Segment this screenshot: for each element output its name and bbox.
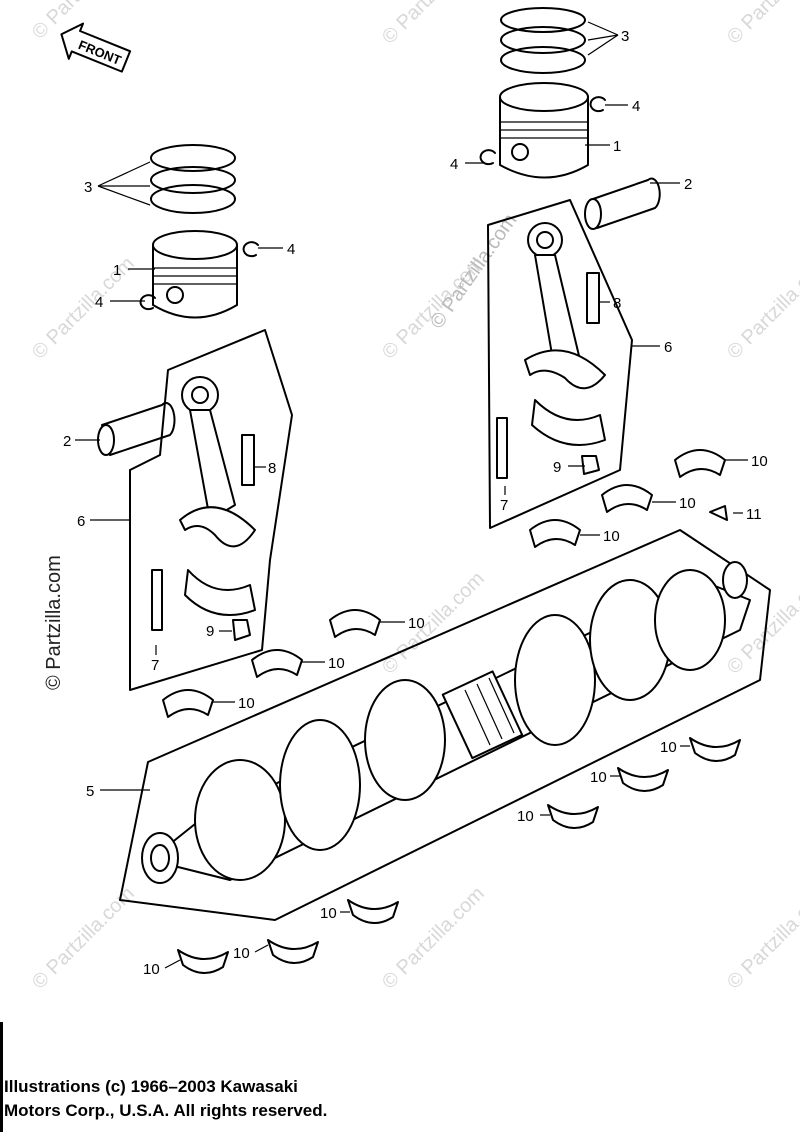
callout-10: 10 — [233, 945, 250, 962]
bearing-shell — [601, 484, 653, 513]
callout-5: 5 — [86, 783, 94, 800]
bearing-shell — [674, 449, 726, 478]
copyright-line-2: Motors Corp., U.S.A. All rights reserved… — [4, 1101, 328, 1120]
watermark-vertical: © Partzilla.com — [43, 555, 65, 690]
callout-7: 7 — [151, 657, 159, 674]
callout-10: 10 — [328, 655, 345, 672]
callout-1: 1 — [613, 138, 621, 155]
front-arrow-icon: FRONT — [60, 22, 132, 73]
leader-lines — [75, 21, 748, 969]
watermark: © Partzilla.com — [723, 883, 800, 994]
bearing-shell — [162, 689, 214, 718]
watermark: © Partzilla.com — [378, 883, 489, 994]
bearing-shell — [529, 519, 581, 548]
callout-10: 10 — [679, 495, 696, 512]
bearing-shell — [617, 767, 669, 792]
bearing-shell — [177, 949, 229, 974]
bearing-shell — [347, 899, 399, 924]
callout-8: 8 — [613, 295, 621, 312]
connecting-rod-right — [496, 222, 606, 479]
callout-2: 2 — [684, 176, 692, 193]
callout-10: 10 — [603, 528, 620, 545]
callout-7: 7 — [500, 497, 508, 514]
callout-11: 11 — [746, 506, 762, 523]
callout-8: 8 — [268, 460, 276, 477]
callout-6: 6 — [77, 513, 85, 530]
piston-pin-right — [584, 177, 661, 230]
callout-10: 10 — [408, 615, 425, 632]
callout-1: 1 — [113, 262, 121, 279]
piston-right — [499, 82, 589, 179]
watermark: © Partzilla.com — [723, 253, 800, 364]
watermark: © Partzilla.com — [28, 253, 139, 364]
conrod-right-frame — [487, 199, 633, 529]
bearings — [162, 449, 741, 974]
callout-2: 2 — [63, 433, 71, 450]
watermark: © Partzilla.com — [378, 568, 489, 679]
bearing-shell — [251, 649, 303, 678]
callout-10: 10 — [238, 695, 255, 712]
bearing-shell — [267, 939, 319, 964]
margin-bar — [0, 1022, 3, 1132]
piston-rings-left — [150, 144, 236, 214]
bearing-shell — [329, 609, 381, 638]
piston-rings-right — [500, 7, 586, 74]
callout-10: 10 — [517, 808, 534, 825]
callout-10: 10 — [320, 905, 337, 922]
piston-left — [152, 230, 238, 319]
circlip-left-upper — [242, 241, 259, 258]
copyright-line-1: Illustrations (c) 1966–2003 Kawasaki — [4, 1077, 298, 1096]
circlip-right-upper — [589, 96, 606, 113]
bearing-shell — [689, 737, 741, 762]
connecting-rod-left — [151, 376, 256, 641]
callout-6: 6 — [664, 339, 672, 356]
callout-10: 10 — [660, 739, 677, 756]
bearing-shell — [547, 804, 599, 829]
watermark-diagonal: © Partzilla.com — [426, 210, 521, 333]
watermark: © Partzilla.com — [723, 0, 800, 49]
conrod-left-frame — [129, 329, 293, 691]
callout-4: 4 — [287, 241, 295, 258]
callout-3: 3 — [84, 179, 92, 196]
callout-10: 10 — [143, 961, 160, 978]
callout-9: 9 — [553, 459, 561, 476]
key — [709, 505, 728, 521]
crankshaft — [141, 561, 751, 884]
crankshaft-frame — [119, 529, 771, 921]
callout-10: 10 — [751, 453, 768, 470]
callout-4: 4 — [95, 294, 103, 311]
circlip-right-lower — [479, 149, 496, 166]
callout-4: 4 — [632, 98, 640, 115]
callout-10: 10 — [590, 769, 607, 786]
callout-3: 3 — [621, 28, 629, 45]
watermark: © Partzilla.com — [378, 0, 489, 49]
callouts: 3 1 4 4 2 8 6 9 7 3 4 1 4 2 8 6 9 7 10 1… — [63, 28, 768, 978]
callout-4: 4 — [450, 156, 458, 173]
callout-9: 9 — [206, 623, 214, 640]
